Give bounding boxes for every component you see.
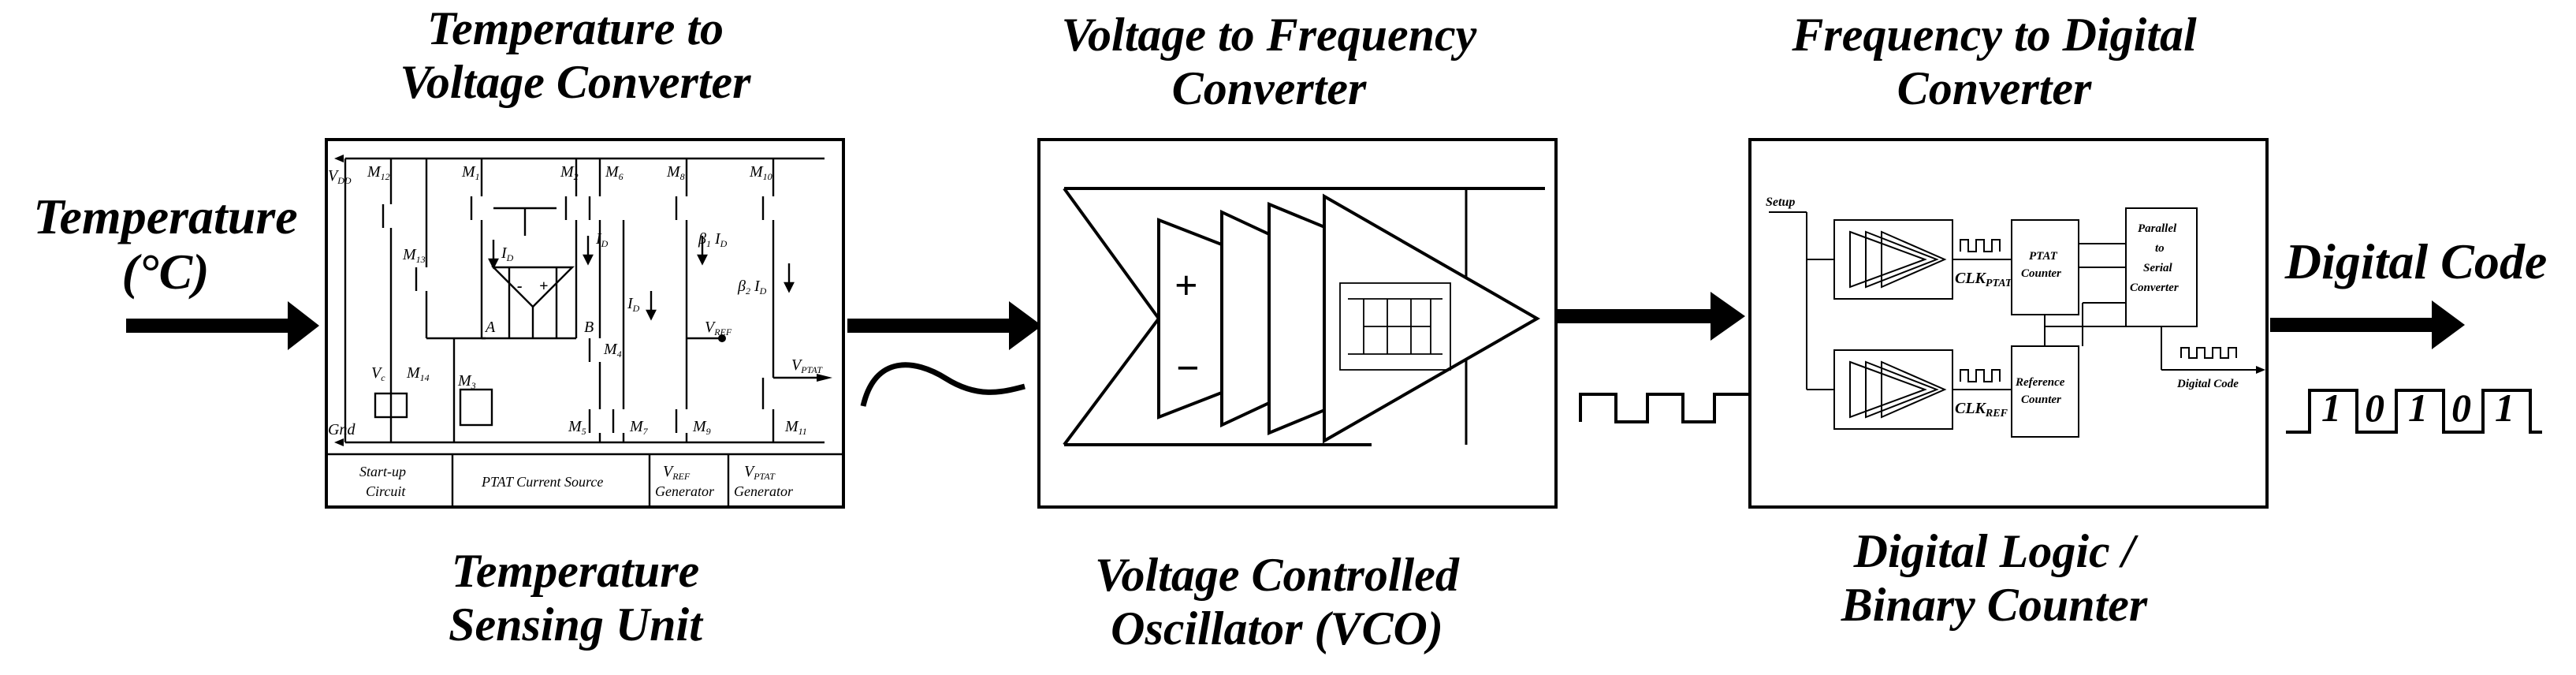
svg-text:PTAT Current Source: PTAT Current Source: [481, 474, 603, 490]
analog-voltage-waveform-icon: [860, 362, 1026, 407]
output-bit-3: 1: [2408, 386, 2428, 430]
svg-text:Start-up: Start-up: [359, 464, 406, 479]
output-label: Digital Code: [2262, 234, 2570, 289]
temperature-sensing-circuit-box: VDD Gnd M12 M13 M14 Vc M1 M2 M3 M4 M5 M6…: [325, 138, 845, 509]
arrow-input: [126, 301, 319, 350]
arrow-stage1-stage2: [847, 301, 1042, 350]
svg-text:Parallel: Parallel: [2138, 222, 2177, 235]
arrow-output: [2270, 300, 2465, 349]
stage3-bottom-title: Digital Logic / Binary Counter: [1758, 524, 2231, 632]
output-bit-2: 0: [2365, 386, 2384, 430]
vco-box: + −: [1037, 138, 1558, 509]
output-bit-5: 1: [2495, 386, 2515, 430]
svg-text:VREF: VREF: [705, 319, 732, 338]
vco-plus-sign: +: [1174, 263, 1198, 308]
svg-text:Converter: Converter: [2130, 282, 2179, 294]
stage2-bottom-title-line1: Voltage Controlled: [1095, 549, 1459, 601]
svg-text:M9: M9: [692, 418, 711, 437]
stage2-top-title-line2: Converter: [1171, 62, 1367, 114]
svg-text:M4: M4: [603, 341, 622, 360]
svg-text:+: +: [539, 278, 548, 295]
output-bit-1: 1: [2321, 386, 2341, 430]
frequency-pulse-waveform-icon: [1579, 393, 1762, 423]
svg-text:CLKREF: CLKREF: [1955, 400, 2008, 420]
svg-text:Generator: Generator: [655, 483, 715, 499]
output-bit-4: 0: [2451, 386, 2471, 430]
svg-text:M10: M10: [749, 163, 772, 182]
svg-text:Counter: Counter: [2021, 393, 2061, 406]
svg-text:Circuit: Circuit: [366, 483, 406, 499]
frequency-counter-schematic: Setup CLKPTAT CLKREF PTAT Counter Refere…: [1766, 196, 2265, 438]
node-gnd: Gnd: [328, 421, 356, 438]
stage3-top-title: Frequency to Digital Converter: [1718, 8, 2270, 115]
output-bits: 1 0 1 0 1: [2314, 385, 2542, 432]
svg-text:M2: M2: [560, 163, 579, 182]
stage1-bottom-title: Temperature Sensing Unit: [339, 544, 812, 651]
input-label-line1: Temperature: [33, 188, 298, 244]
digital-logic-box: Setup CLKPTAT CLKREF PTAT Counter Refere…: [1748, 138, 2269, 509]
svg-text:M14: M14: [406, 364, 430, 383]
svg-text:Generator: Generator: [734, 483, 794, 499]
svg-text:M12: M12: [367, 163, 390, 182]
stage2-bottom-title: Voltage Controlled Oscillator (VCO): [1017, 548, 1537, 655]
svg-text:β1 ID: β1 ID: [698, 230, 728, 249]
stage3-top-title-line2: Converter: [1897, 62, 2092, 114]
svg-text:M5: M5: [568, 418, 586, 437]
stage1-bottom-title-line1: Temperature: [451, 545, 700, 597]
svg-text:ID: ID: [595, 230, 609, 249]
svg-text:M8: M8: [666, 163, 685, 182]
ptat-schematic: VDD Gnd M12 M13 M14 Vc M1 M2 M3 M4 M5 M6…: [328, 155, 842, 505]
svg-text:VPTAT: VPTAT: [791, 356, 823, 375]
vco-cell-schematic-icon: [1339, 282, 1451, 371]
svg-text:Digital Code: Digital Code: [2176, 378, 2239, 390]
svg-text:-: -: [517, 278, 523, 295]
stage2-top-title: Voltage to Frequency Converter: [993, 8, 1545, 115]
input-label-line2: (°C): [121, 244, 210, 300]
svg-text:Vc: Vc: [371, 364, 385, 383]
stage2-bottom-title-line2: Oscillator (VCO): [1111, 602, 1443, 654]
svg-text:ID: ID: [501, 244, 514, 263]
stage1-top-title: Temperature to Voltage Converter: [339, 2, 812, 109]
svg-text:M7: M7: [629, 418, 649, 437]
stage1-top-title-line2: Voltage Converter: [400, 56, 751, 108]
svg-text:M11: M11: [784, 418, 807, 437]
vco-minus-sign: −: [1176, 346, 1200, 391]
svg-text:Counter: Counter: [2021, 267, 2061, 280]
svg-text:VREF: VREF: [663, 463, 691, 482]
setup-label: Setup: [1766, 196, 1795, 209]
svg-text:ID: ID: [627, 295, 640, 314]
stage2-top-title-line1: Voltage to Frequency: [1061, 9, 1477, 61]
svg-text:to: to: [2155, 242, 2165, 255]
output-label-text: Digital Code: [2284, 233, 2548, 289]
svg-text:Reference: Reference: [2015, 376, 2065, 389]
arrow-stage2-stage3: [1557, 292, 1745, 341]
input-label: Temperature (°C): [8, 189, 323, 300]
output-bitstream-waveform-icon: [2286, 389, 2542, 434]
svg-text:M13: M13: [402, 246, 426, 265]
node-vdd: VDD: [328, 167, 352, 186]
svg-text:VPTAT: VPTAT: [744, 463, 776, 482]
svg-text:M6: M6: [605, 163, 624, 182]
svg-text:CLKPTAT: CLKPTAT: [1955, 270, 2013, 289]
svg-text:M3: M3: [457, 372, 476, 391]
vco-ring-oscillator: + −: [1063, 187, 1545, 446]
svg-text:M1: M1: [461, 163, 480, 182]
stage1-bottom-title-line2: Sensing Unit: [449, 599, 702, 651]
svg-text:Serial: Serial: [2143, 262, 2173, 274]
stage1-top-title-line1: Temperature to: [426, 2, 724, 54]
stage3-bottom-title-line2: Binary Counter: [1841, 579, 2148, 631]
stage3-bottom-title-line1: Digital Logic /: [1853, 525, 2135, 577]
svg-text:PTAT: PTAT: [2029, 250, 2058, 263]
stage3-top-title-line1: Frequency to Digital: [1792, 9, 2197, 61]
svg-text:A: A: [484, 319, 496, 336]
svg-text:β2 ID: β2 ID: [737, 278, 767, 296]
svg-text:B: B: [584, 319, 594, 336]
